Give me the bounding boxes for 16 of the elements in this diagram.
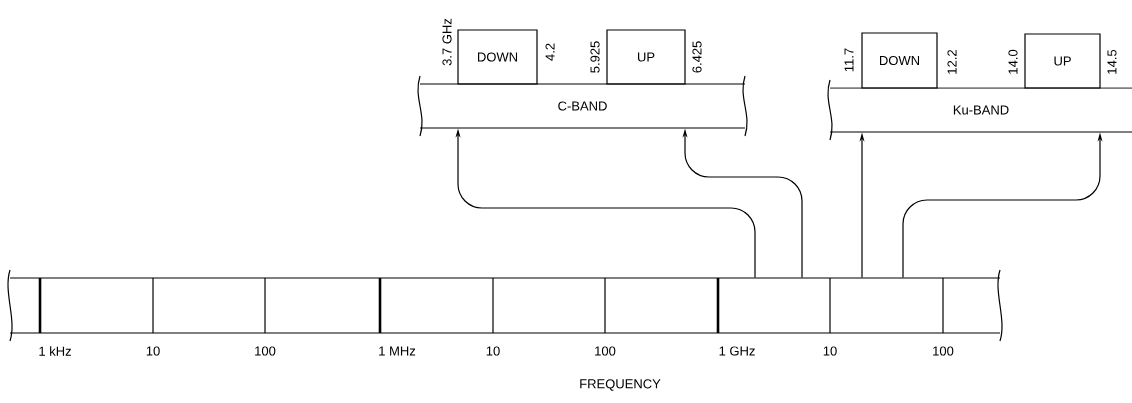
- subband-box: DOWN: [457, 29, 538, 85]
- subband-box: DOWN: [861, 32, 938, 89]
- frequency-label: 6.425: [692, 41, 702, 73]
- frequency-label: 11.7: [844, 48, 854, 72]
- band-strip: Ku-BAND: [827, 79, 1132, 141]
- frequency-label: 14.5: [1107, 49, 1117, 74]
- frequency-label: 3.7 GHz: [442, 18, 452, 66]
- frequency-label: 14.0: [1008, 49, 1018, 74]
- axis-title: FREQUENCY: [580, 379, 661, 391]
- frequency-label: 4.2: [545, 43, 555, 61]
- subband-box: UP: [1024, 33, 1101, 89]
- band-strip: C-BAND: [417, 75, 748, 137]
- frequency-label: 12.2: [947, 50, 957, 74]
- frequency-scale-bar: [7, 269, 1003, 342]
- frequency-label: 5.925: [590, 41, 600, 73]
- subband-box: UP: [606, 29, 686, 85]
